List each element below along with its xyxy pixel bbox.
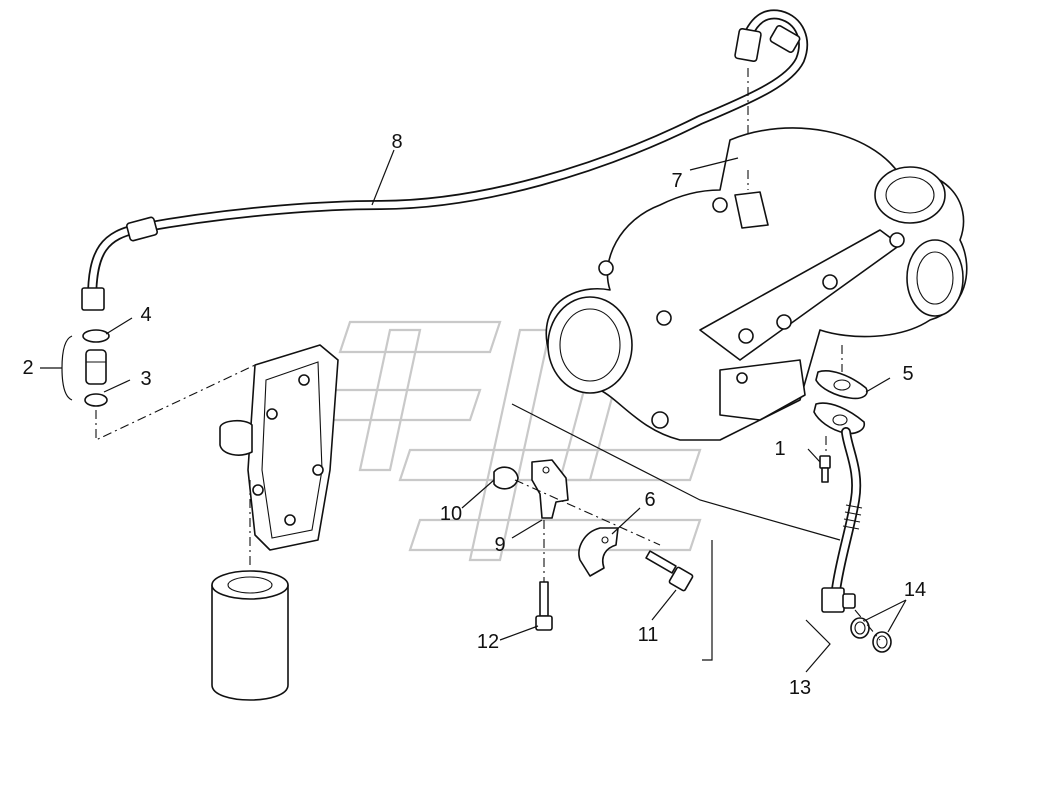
flange-gaskets (813, 370, 868, 435)
o-rings-part-14 (850, 617, 892, 653)
oil-filter-canister (211, 570, 289, 701)
assembly-centerlines (95, 68, 881, 641)
callout-labels: 1 2 3 4 5 6 7 8 9 10 11 12 13 14 (22, 131, 926, 699)
callout-6: 6 (644, 489, 655, 511)
oil-feed-pipe (81, 9, 809, 311)
reference-lines (511, 403, 841, 661)
callout-5: 5 (902, 363, 913, 385)
bracket-part-9 (531, 459, 569, 519)
callout-13: 13 (789, 677, 811, 699)
callout-12: 12 (477, 631, 499, 653)
oil-return-pipe (821, 427, 863, 613)
turbocharger (545, 127, 968, 441)
fitting-assembly-part-2 (82, 329, 110, 407)
callout-1: 1 (774, 438, 785, 460)
callout-7: 7 (671, 170, 682, 192)
oil-filter-housing (219, 344, 339, 551)
bolt-part-11 (645, 550, 694, 592)
bolt-part-12 (535, 581, 553, 631)
callout-9: 9 (494, 534, 505, 556)
callout-14: 14 (904, 579, 926, 601)
callout-11: 11 (638, 624, 659, 646)
callout-2: 2 (22, 357, 33, 379)
leader-lines (40, 149, 907, 673)
callout-8: 8 (391, 131, 402, 153)
clamp-part-6 (578, 527, 619, 577)
spacer-part-10 (493, 466, 519, 490)
callout-3: 3 (140, 368, 151, 390)
bolt-part-1 (819, 455, 831, 483)
callout-4: 4 (140, 304, 151, 326)
callout-10: 10 (440, 503, 462, 525)
